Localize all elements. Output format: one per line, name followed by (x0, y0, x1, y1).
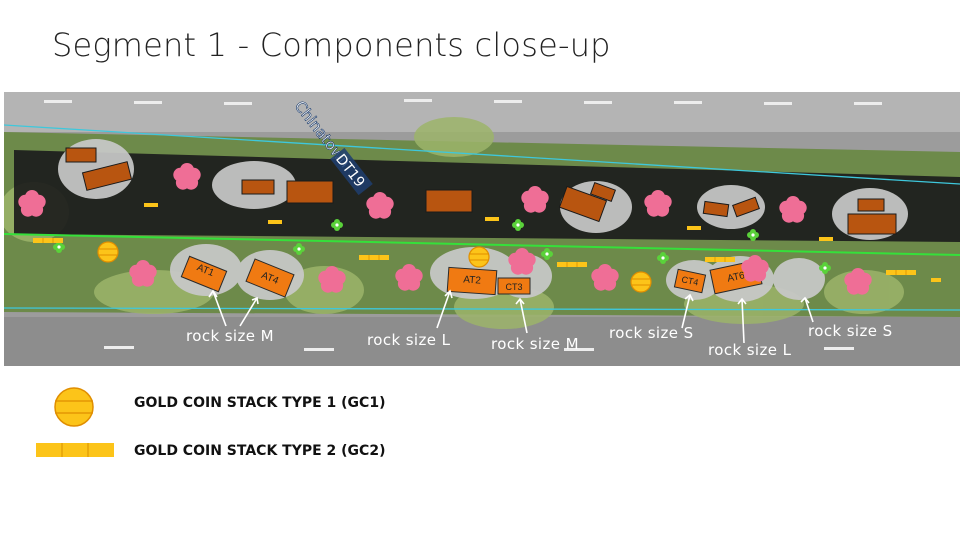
component-label: CT3 (505, 282, 522, 292)
gold-coin-stack-gc2 (485, 217, 499, 221)
gold-coin-stack-gc1 (468, 246, 490, 268)
component-box (558, 185, 608, 223)
gold-coin-stack-gc2 (885, 269, 917, 276)
cyan-boundary-top (4, 124, 960, 185)
gold-coin-stack-gc2 (32, 237, 64, 244)
component-box (286, 180, 334, 204)
component-at2: AT2 (446, 266, 498, 296)
gold-coin-stack-gc2 (704, 256, 736, 263)
component-box (425, 189, 473, 213)
gold-coin-stack-gc2 (687, 226, 701, 230)
annotation-label: rock size S (808, 322, 893, 340)
annotation-label: rock size L (367, 331, 451, 349)
component-box (702, 200, 730, 218)
green-centerline (4, 233, 960, 256)
gold-coin-stack-gc2 (268, 220, 282, 224)
page-title: Segment 1 - Components close-up (52, 26, 611, 64)
gc2-legend-icon (36, 443, 114, 457)
component-label: CT4 (681, 274, 700, 287)
component-box (241, 179, 275, 195)
gold-coin-stack-gc2 (358, 254, 390, 261)
component-ct4: CT4 (673, 268, 707, 294)
legend-gc2-label: GOLD COIN STACK TYPE 2 (GC2) (134, 443, 386, 459)
annotation-label: rock size S (609, 324, 694, 342)
gc1-legend-icon (54, 387, 94, 427)
gold-coin-stack-gc2 (931, 278, 941, 282)
gold-coin-stack-gc2 (819, 237, 833, 241)
component-box (589, 181, 617, 203)
component-box (857, 198, 885, 212)
segment-map: Chinatown DT19 (4, 92, 960, 366)
annotation-label: rock size M (491, 335, 579, 353)
component-box (65, 147, 97, 163)
component-box (847, 213, 897, 235)
gold-coin-stack-gc2 (144, 203, 158, 207)
annotation-arrows (208, 289, 814, 344)
gold-coin-stack-gc2 (556, 261, 588, 268)
component-ct3: CT3 (497, 277, 531, 295)
rock (697, 185, 765, 229)
gold-coin-stack-gc1 (97, 241, 119, 263)
component-box (732, 196, 760, 218)
component-box (81, 161, 133, 191)
component-label: AT6 (726, 270, 746, 285)
annotation-label: rock size M (186, 327, 274, 345)
component-label: AT2 (463, 274, 482, 286)
annotation-label: rock size L (708, 341, 792, 359)
rock-size-s (773, 258, 825, 300)
gold-coin-stack-gc1 (630, 271, 652, 293)
component-at4: AT4 (245, 258, 295, 298)
cyan-boundary-bottom (4, 307, 960, 311)
lane-markings (44, 99, 882, 351)
legend-gc1-label: GOLD COIN STACK TYPE 1 (GC1) (134, 395, 386, 411)
component-at1: AT1 (180, 255, 228, 293)
